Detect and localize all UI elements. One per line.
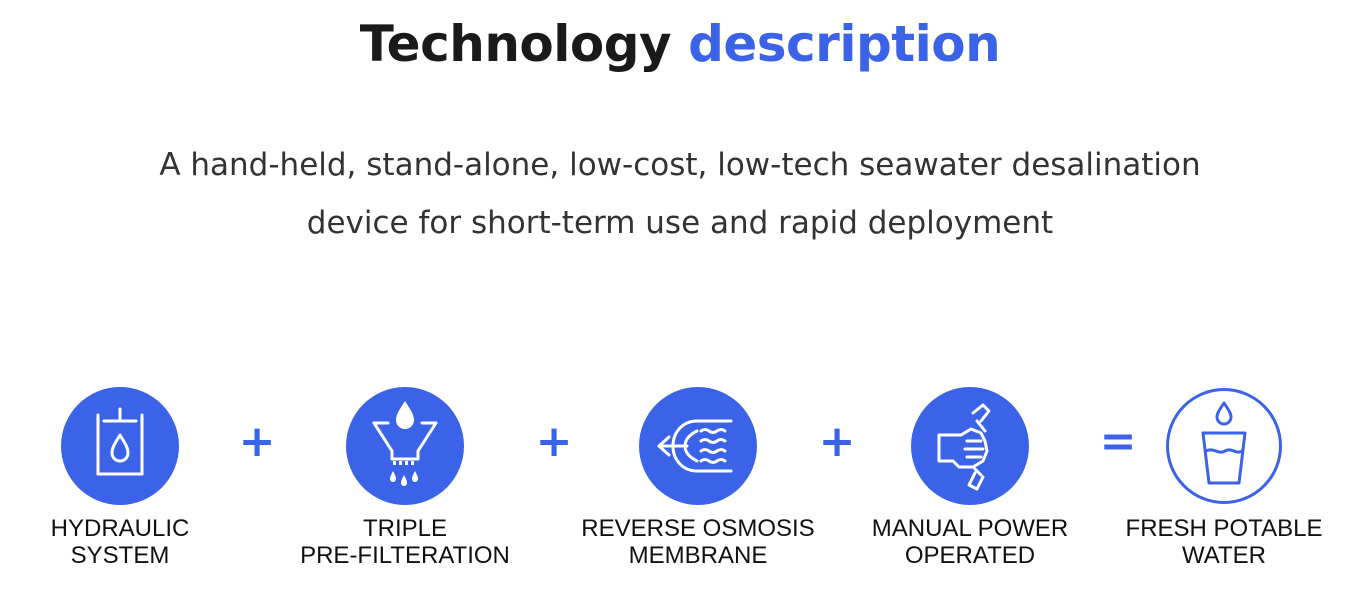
hand-crank-icon <box>911 387 1029 505</box>
water-glass-icon <box>1165 387 1283 505</box>
hydraulic-press-icon <box>61 387 179 505</box>
page-title: Technology description <box>0 12 1360 76</box>
plus-operator-2: + <box>535 416 573 467</box>
membrane-icon <box>639 387 757 505</box>
title-accent: description <box>688 15 1001 73</box>
plus-operator-1: + <box>238 416 276 467</box>
page-subtitle: A hand-held, stand-alone, low-cost, low-… <box>0 136 1360 252</box>
component-label: HYDRAULIC SYSTEM <box>50 515 190 569</box>
subtitle-line-1: A hand-held, stand-alone, low-cost, low-… <box>159 147 1201 183</box>
component-label: FRESH POTABLE WATER <box>1125 515 1323 569</box>
component-label: MANUAL POWER OPERATED <box>871 515 1069 569</box>
filter-funnel-icon <box>346 387 464 505</box>
plus-operator-3: + <box>818 416 856 467</box>
component-label: REVERSE OSMOSIS MEMBRANE <box>581 515 815 569</box>
subtitle-line-2: device for short-term use and rapid depl… <box>306 205 1054 241</box>
equals-operator: = <box>1099 416 1137 467</box>
title-primary: Technology <box>359 15 672 73</box>
component-label: TRIPLE PRE-FILTERATION <box>300 515 510 569</box>
